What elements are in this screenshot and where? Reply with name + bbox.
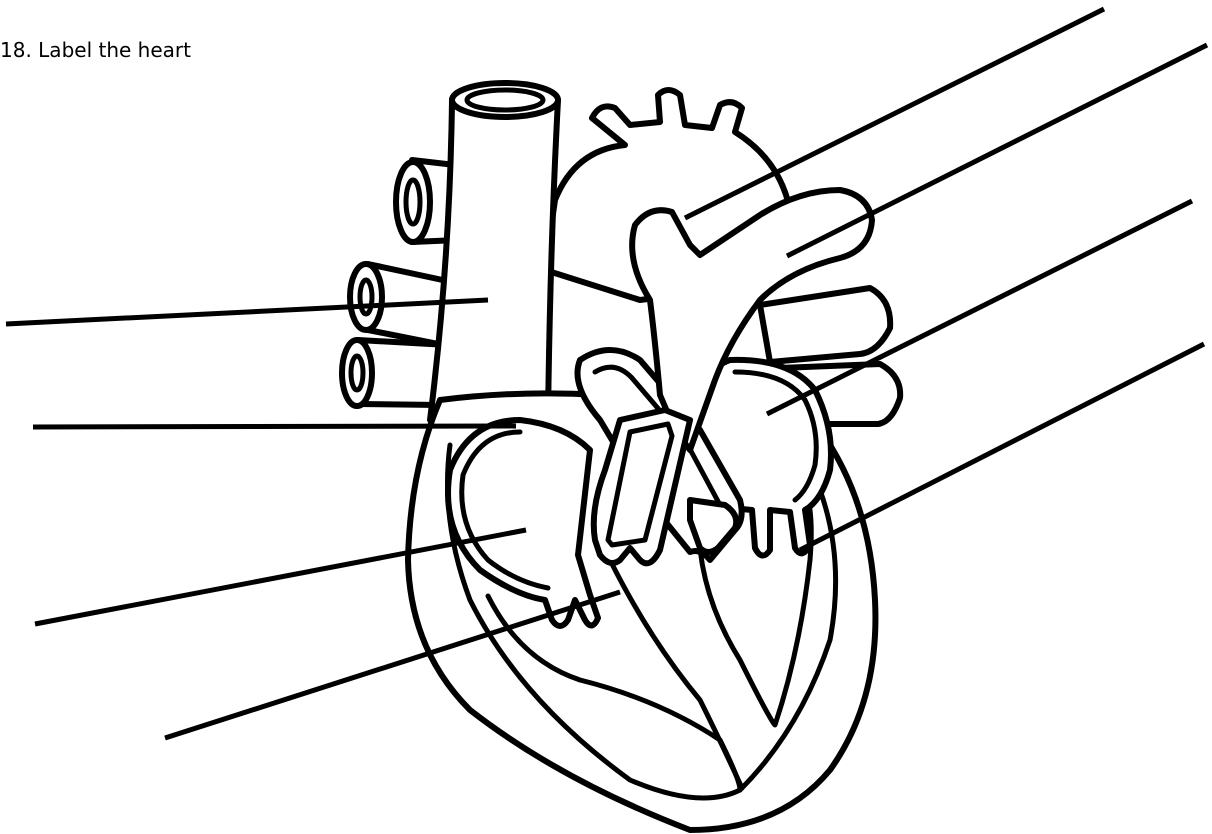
pulmonary-vein-left-1-opening [393,159,433,245]
label-line-right-3 [765,198,1194,417]
label-line-right-1 [683,6,1106,221]
aortic-valve [590,407,693,567]
label-line-right-2 [785,42,1209,259]
pulmonary-vein-left-2-opening [347,261,385,333]
pulmonary-vein-left-3-opening [339,337,375,409]
label-line-left-4 [164,589,621,741]
pulmonary-artery-lower-inner [592,364,723,508]
right-atrium-inner [459,429,551,591]
label-line-left-2 [32,423,517,430]
label-line-right-4 [798,341,1206,553]
aortic-valve-inner [605,421,675,548]
left-atrium-inner [732,369,819,503]
heart-inner-wall [445,442,839,801]
pulmonary-vein-upper [757,285,894,365]
label-line-left-1 [5,297,489,327]
superior-vena-cava [427,97,561,423]
pulmonary-valve [687,497,740,555]
question-title: 18. Label the heart [0,38,191,62]
right-atrium [445,417,601,629]
label-line-left-3 [34,527,527,627]
septum [607,557,745,791]
svc-opening-inner [464,87,546,113]
aorta-ascending [629,187,875,453]
